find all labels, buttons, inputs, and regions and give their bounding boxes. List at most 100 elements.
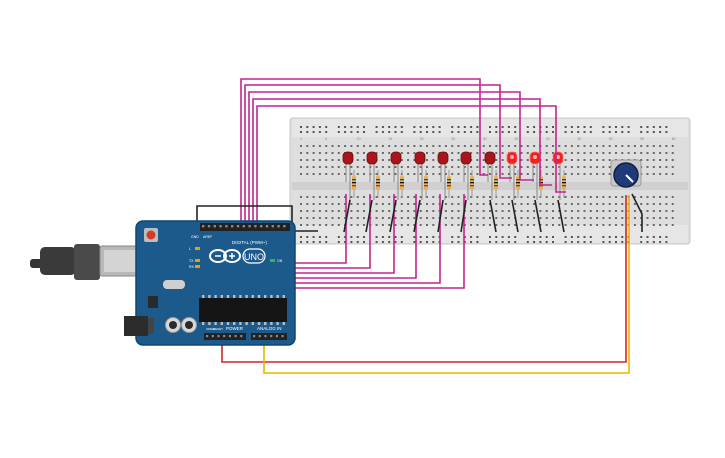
wire-a0[interactable] xyxy=(263,195,630,374)
resistor-6[interactable] xyxy=(470,170,474,198)
breadboard-hole xyxy=(514,203,517,205)
analog-header[interactable] xyxy=(251,333,287,340)
power-pin[interactable] xyxy=(217,335,220,338)
analog-pin[interactable] xyxy=(281,335,284,338)
resistor-4[interactable] xyxy=(424,170,428,198)
breadboard-hole xyxy=(363,152,365,154)
gnd-leg-1[interactable] xyxy=(343,199,351,233)
breadboard-hole xyxy=(457,224,460,226)
rail-hole xyxy=(564,241,567,243)
arduino-board[interactable]: UNO DIGITAL (PWM~) POWER ANALOG IN AREF … xyxy=(30,220,296,346)
gnd-leg-4[interactable] xyxy=(413,199,421,233)
gnd-leg-2[interactable] xyxy=(365,199,373,233)
breadboard-hole xyxy=(659,196,662,198)
bottom-pins[interactable] xyxy=(206,335,284,338)
breadboard-hole xyxy=(344,166,347,168)
led-7[interactable] xyxy=(484,151,496,200)
led-3[interactable] xyxy=(390,151,402,200)
header-pin[interactable] xyxy=(225,225,228,228)
header-pin[interactable] xyxy=(242,225,245,228)
breadboard-hole xyxy=(596,166,599,168)
pot-gnd-leg[interactable] xyxy=(631,193,643,232)
led-6[interactable] xyxy=(460,151,472,200)
wire-pin13[interactable] xyxy=(240,78,488,232)
breadboard-hole xyxy=(432,145,435,147)
on-led xyxy=(270,259,275,262)
breadboard-hole xyxy=(539,217,542,219)
led-bulb xyxy=(484,151,496,165)
resistor-1[interactable] xyxy=(352,170,356,198)
breadboard-hole xyxy=(381,217,384,219)
wire-pin12[interactable] xyxy=(244,84,512,232)
led-1[interactable] xyxy=(342,151,354,200)
led-2[interactable] xyxy=(366,151,378,200)
breadboard-hole xyxy=(331,224,334,226)
led-5[interactable] xyxy=(437,151,449,200)
gnd-leg-3[interactable] xyxy=(389,199,397,233)
breadboard-hole xyxy=(602,196,605,198)
header-pin[interactable] xyxy=(248,225,251,228)
analog-pin[interactable] xyxy=(253,335,256,338)
breadboard-hole xyxy=(400,217,403,219)
rail-hole xyxy=(306,241,309,243)
reset-button[interactable] xyxy=(146,230,156,240)
led-8[interactable] xyxy=(506,151,518,200)
power-pin[interactable] xyxy=(206,335,209,338)
header-pin[interactable] xyxy=(265,225,269,228)
header-pin[interactable] xyxy=(219,225,222,228)
header-pin[interactable] xyxy=(277,225,280,228)
header-pin[interactable] xyxy=(202,225,205,228)
resistor-7[interactable] xyxy=(494,170,498,198)
power-pin[interactable] xyxy=(223,335,226,338)
wires-power[interactable] xyxy=(221,195,630,374)
gnd-leg-10[interactable] xyxy=(557,199,565,233)
resistor-3[interactable] xyxy=(400,170,404,198)
potentiometer[interactable] xyxy=(610,159,642,188)
wire-pin10[interactable] xyxy=(252,98,552,232)
resistor-5[interactable] xyxy=(447,170,451,198)
gnd-leg-6[interactable] xyxy=(460,199,467,233)
rail-hole xyxy=(413,126,416,128)
header-pin[interactable] xyxy=(283,225,286,228)
power-pin[interactable] xyxy=(240,335,243,338)
led-4[interactable] xyxy=(414,151,426,200)
potentiometer-indicator xyxy=(625,174,634,183)
resistor-2[interactable] xyxy=(376,170,380,198)
power-pin[interactable] xyxy=(234,335,237,338)
analog-pin[interactable] xyxy=(270,335,273,338)
header-pin[interactable] xyxy=(260,225,263,228)
analog-pin[interactable] xyxy=(258,335,261,338)
analog-pin[interactable] xyxy=(264,335,267,338)
breadboard-hole xyxy=(558,173,561,175)
wire-gnd[interactable] xyxy=(196,205,318,232)
analog-pin[interactable] xyxy=(275,335,278,338)
breadboard-hole xyxy=(589,145,592,147)
gnd-leg-8[interactable] xyxy=(511,199,519,233)
breadboard-hole xyxy=(583,196,586,198)
wires-top[interactable] xyxy=(240,78,566,232)
header-pin[interactable] xyxy=(213,225,216,228)
rail-hole xyxy=(489,131,491,133)
breadboard-hole xyxy=(583,224,586,226)
gnd-leg-7[interactable] xyxy=(489,199,497,233)
gnd-leg-9[interactable] xyxy=(534,199,542,233)
digital-pins[interactable] xyxy=(202,225,286,228)
header-pin[interactable] xyxy=(254,225,257,228)
power-pin[interactable] xyxy=(228,335,231,338)
header-pin[interactable] xyxy=(236,225,240,228)
breadboard-hole xyxy=(652,210,655,212)
wire-pin9[interactable] xyxy=(256,105,566,232)
header-pin[interactable] xyxy=(207,225,211,228)
gnd-leg-5[interactable] xyxy=(437,199,444,233)
power-jack[interactable] xyxy=(124,316,148,336)
power-pin[interactable] xyxy=(211,335,214,338)
wire-pin11[interactable] xyxy=(248,91,534,232)
header-pin[interactable] xyxy=(271,225,274,228)
wires-ground[interactable] xyxy=(196,193,643,233)
header-pin[interactable] xyxy=(231,225,234,228)
breadboard-hole xyxy=(438,173,441,175)
wire-5v[interactable] xyxy=(221,195,627,363)
resistor-8[interactable] xyxy=(516,170,520,198)
resistor-10[interactable] xyxy=(562,170,566,198)
